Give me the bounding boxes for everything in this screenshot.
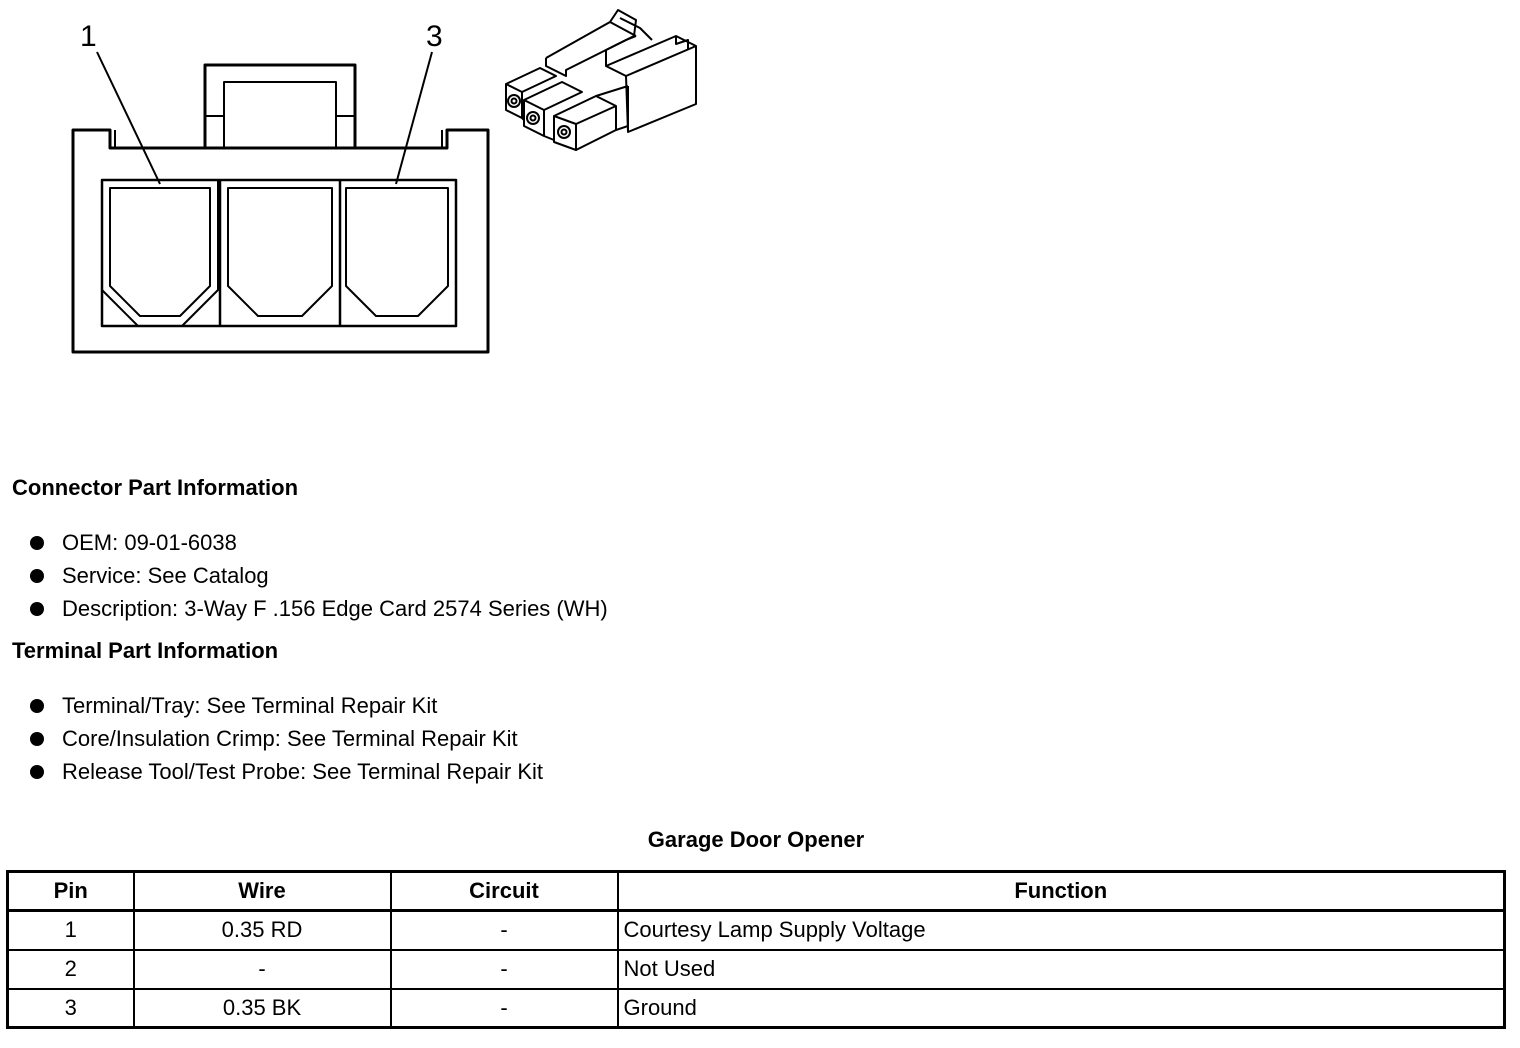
cell-function: Ground: [616, 987, 1506, 1029]
pin-1-leader: [96, 51, 161, 185]
cavity-pin-2: [227, 187, 333, 317]
cell-wire: 0.35 BK: [132, 987, 392, 1029]
header-circuit: Circuit: [389, 870, 619, 912]
bullet-icon: [30, 569, 44, 583]
header-wire: Wire: [132, 870, 392, 912]
terminal-part-info-list: Terminal/Tray: See Terminal Repair Kit C…: [28, 689, 543, 788]
list-item: OEM: 09-01-6038: [28, 526, 608, 559]
cell-circuit: -: [389, 948, 619, 990]
table-title: Garage Door Opener: [647, 827, 865, 852]
list-item: Core/Insulation Crimp: See Terminal Repa…: [28, 722, 543, 755]
list-item: Terminal/Tray: See Terminal Repair Kit: [28, 689, 543, 722]
cell-pin: 2: [6, 948, 135, 990]
table-header-row: Pin Wire Circuit Function: [6, 870, 1506, 912]
cell-pin: 1: [6, 909, 135, 951]
header-function: Function: [616, 870, 1506, 912]
table-row: 2 - - Not Used: [6, 948, 1506, 990]
bullet-icon: [30, 732, 44, 746]
pin-3-leader: [395, 51, 433, 185]
header-pin: Pin: [6, 870, 135, 912]
cell-circuit: -: [389, 987, 619, 1029]
bullet-icon: [30, 602, 44, 616]
pin-3-label: 3: [426, 20, 443, 53]
list-item: Description: 3-Way F .156 Edge Card 2574…: [28, 592, 608, 625]
cell-wire: 0.35 RD: [132, 909, 392, 951]
pinout-table: Pin Wire Circuit Function 1 0.35 RD - Co…: [6, 870, 1506, 1029]
pin-1-label: 1: [80, 20, 97, 53]
bullet-icon: [30, 536, 44, 550]
bullet-icon: [30, 699, 44, 713]
cell-pin: 3: [6, 987, 135, 1029]
terminal-part-info-heading: Terminal Part Information: [12, 638, 279, 663]
cell-function: Courtesy Lamp Supply Voltage: [616, 909, 1506, 951]
list-item: Release Tool/Test Probe: See Terminal Re…: [28, 755, 543, 788]
table-row: 1 0.35 RD - Courtesy Lamp Supply Voltage: [6, 909, 1506, 951]
cavity-pin-1: [101, 179, 219, 327]
table-row: 3 0.35 BK - Ground: [6, 987, 1506, 1029]
bullet-icon: [30, 765, 44, 779]
connector-part-info-heading: Connector Part Information: [12, 475, 299, 500]
cavity-pin-3: [345, 187, 449, 317]
cell-wire: -: [132, 948, 392, 990]
list-item: Service: See Catalog: [28, 559, 608, 592]
cell-circuit: -: [389, 909, 619, 951]
cell-function: Not Used: [616, 948, 1506, 990]
connector-isometric-view: [505, 9, 697, 151]
connector-part-info-list: OEM: 09-01-6038 Service: See Catalog Des…: [28, 526, 608, 625]
connector-diagram: 1 3: [71, 9, 697, 354]
connector-face-view: [71, 51, 490, 354]
